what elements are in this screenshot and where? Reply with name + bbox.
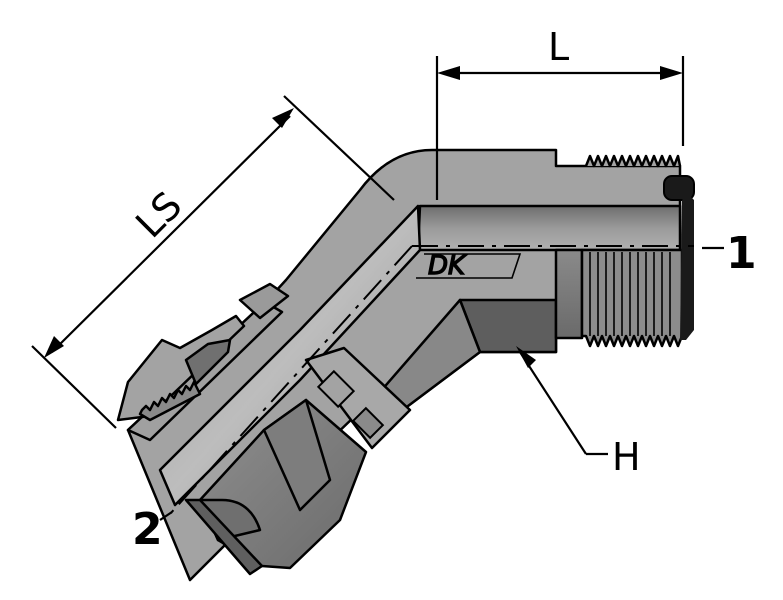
swivel-nut-threaded — [116, 314, 246, 422]
manufacturer-logo: DK — [416, 250, 522, 282]
o-ring — [663, 175, 695, 340]
label-H: H — [612, 435, 641, 479]
swivel-hex-nut — [184, 398, 368, 576]
cutting-ring — [304, 346, 412, 450]
label-L: L — [548, 25, 569, 69]
port-2-callout: 2 — [132, 504, 173, 555]
dimension-L: L — [435, 25, 685, 200]
male-thread — [580, 154, 684, 348]
port-2-label: 2 — [132, 504, 163, 555]
hex-flat — [378, 298, 558, 414]
label-LS: LS — [127, 183, 190, 246]
dimension-H: H — [516, 346, 641, 479]
port-1-label: 1 — [726, 228, 757, 279]
port-1-callout: 1 — [702, 228, 757, 279]
male-thread-shoulder — [554, 248, 584, 340]
logo-text: DK — [428, 251, 467, 281]
centerlines — [169, 245, 694, 515]
bore-horizontal — [416, 204, 682, 252]
